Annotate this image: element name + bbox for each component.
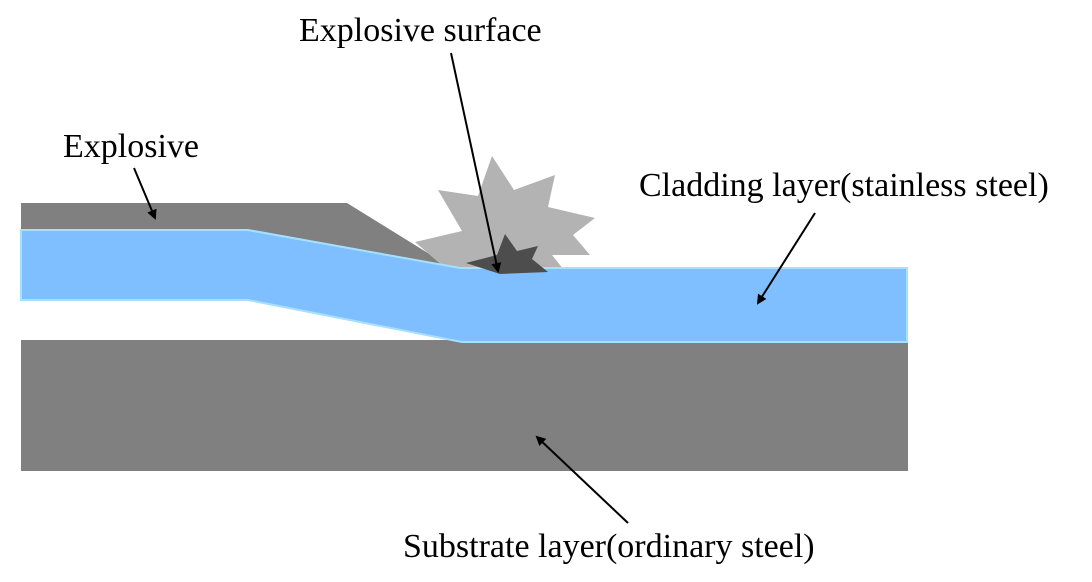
substrate-layer-label: Substrate layer(ordinary steel): [403, 528, 815, 565]
blast-core: [466, 234, 548, 274]
cladding-layer-label: Cladding layer(stainless steel): [639, 167, 1049, 204]
explosive-surface-label: Explosive surface: [299, 12, 542, 49]
substrate-layer: [21, 340, 908, 471]
cladding-layer-arrow: [756, 212, 816, 305]
cladding-layer: [20, 229, 908, 343]
substrate-layer-arrow: [535, 435, 629, 524]
explosive-surface-arrow: [450, 52, 502, 273]
explosive-arrow: [133, 167, 157, 220]
blast-cloud: [415, 156, 595, 275]
explosive-label: Explosive: [63, 128, 199, 165]
